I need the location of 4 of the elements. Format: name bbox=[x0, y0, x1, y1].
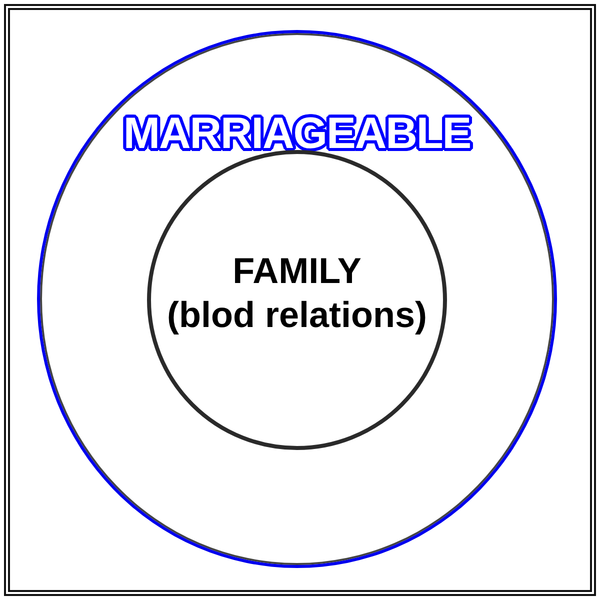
outer-circle-label: MARRIAGEABLE bbox=[123, 111, 471, 157]
inner-circle-heading: FAMILY bbox=[232, 249, 362, 293]
inner-circle-subtitle: (blod relations) bbox=[167, 293, 427, 337]
outer-circle bbox=[37, 30, 557, 568]
